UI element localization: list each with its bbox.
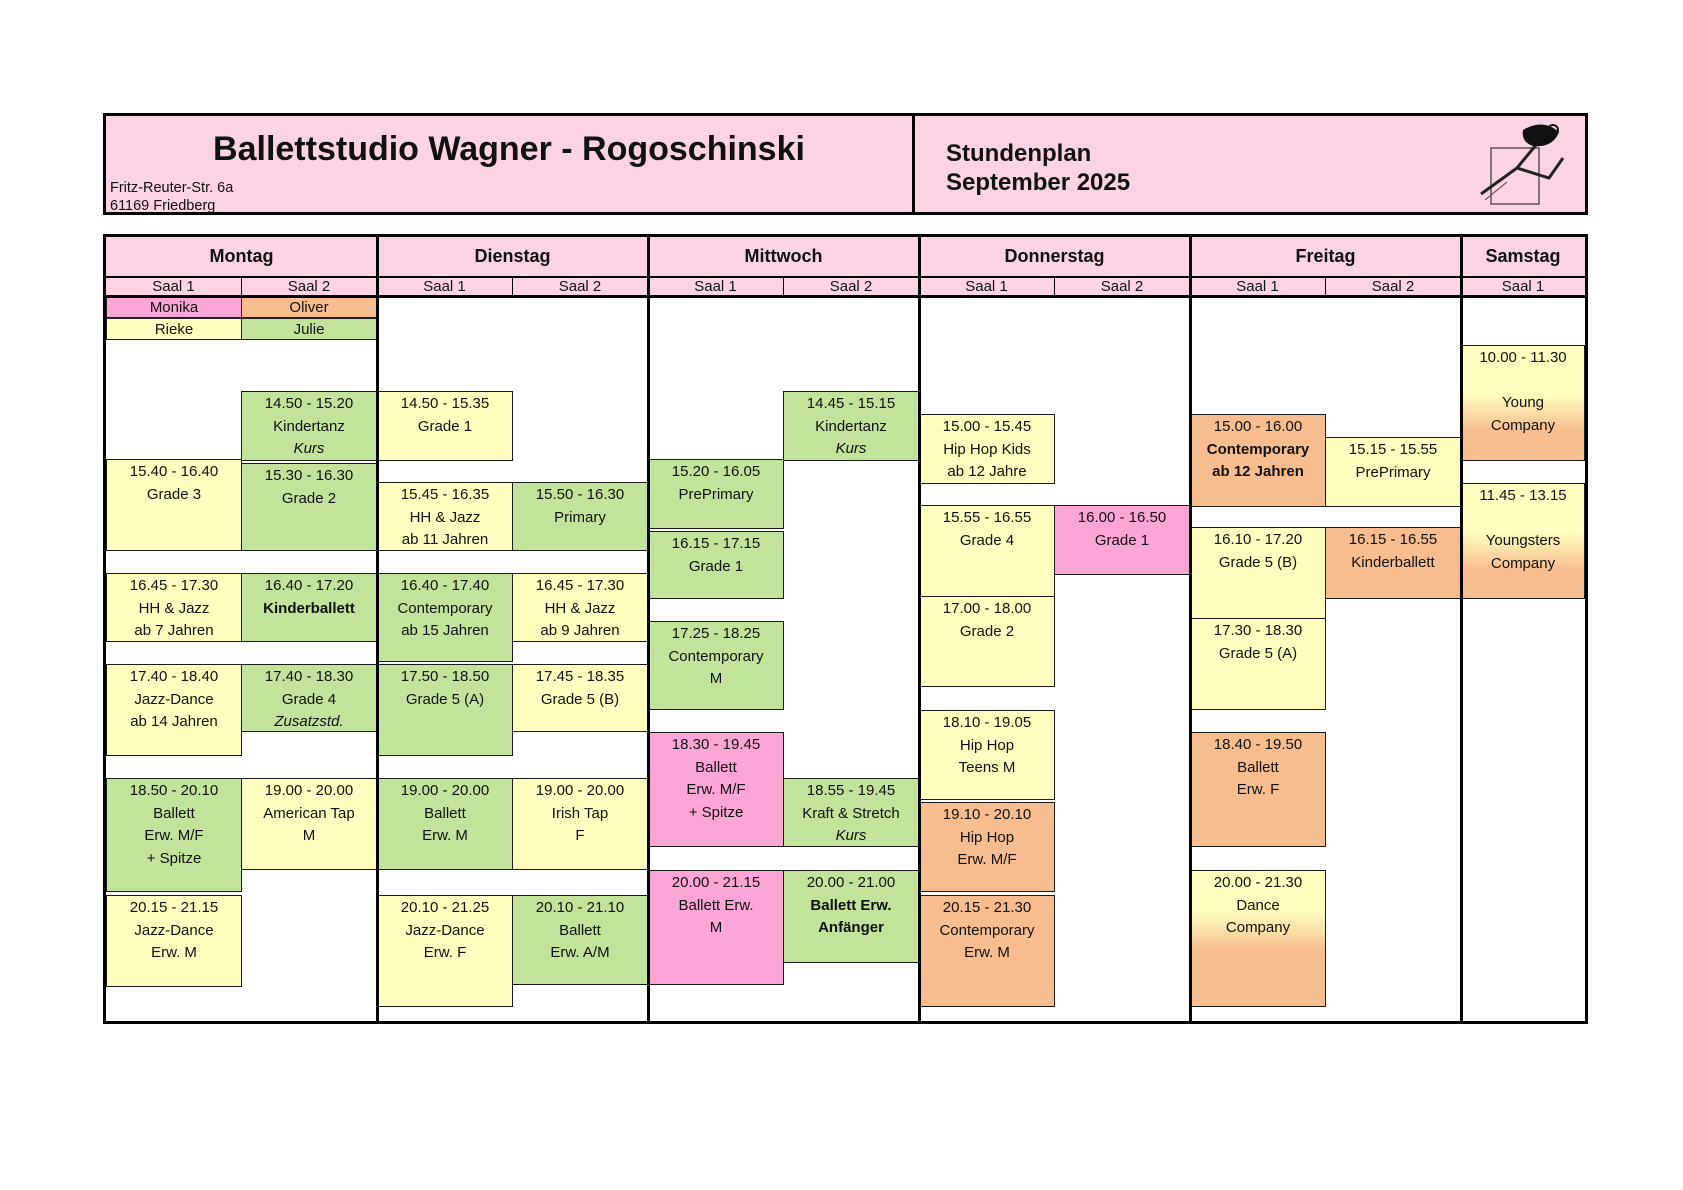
- room-header-fr-saal1: Saal 1: [1236, 277, 1279, 295]
- grid-line: [647, 237, 650, 1021]
- header-divider: [912, 116, 915, 212]
- day-header-samstag: Samstag: [1461, 237, 1585, 276]
- day-header-montag: Montag: [106, 237, 377, 276]
- room-header-fr-saal2: Saal 2: [1371, 277, 1415, 295]
- room-header-mi-saal1: Saal 1: [694, 277, 737, 295]
- room-header-di-saal2: Saal 2: [558, 277, 602, 295]
- room-header-mo-saal1: Saal 1: [152, 277, 195, 295]
- address-city: 61169 Friedberg: [110, 198, 216, 214]
- room-header-di-saal1: Saal 1: [423, 277, 466, 295]
- grid-line: [1325, 276, 1326, 296]
- address-street: Fritz-Reuter-Str. 6a: [110, 180, 234, 196]
- room-header-mo-saal2: Saal 2: [287, 277, 331, 295]
- legend-monika: Monika: [106, 296, 242, 318]
- room-header-do-saal2: Saal 2: [1100, 277, 1144, 295]
- dancer-logo-icon: [1480, 124, 1565, 205]
- room-header-sa-saal1: Saal 1: [1501, 277, 1545, 295]
- grid-line: [1054, 276, 1055, 296]
- grid-line: [1460, 237, 1463, 1021]
- room-header-mi-saal2: Saal 2: [829, 277, 873, 295]
- timetable: Montag Dienstag Mittwoch Donnerstag Frei…: [103, 234, 1588, 1024]
- grid-line: [106, 295, 1585, 298]
- legend-julie: Julie: [241, 318, 377, 340]
- legend-oliver: Oliver: [241, 296, 377, 318]
- room-header-row: [106, 276, 1585, 296]
- studio-title: Ballettstudio Wagner - Rogoschinski: [213, 130, 805, 168]
- day-header-freitag: Freitag: [1190, 237, 1461, 276]
- day-header-mittwoch: Mittwoch: [648, 237, 919, 276]
- grid-line: [512, 276, 513, 296]
- grid-line: [241, 276, 242, 296]
- grid-line: [376, 237, 379, 1021]
- grid-line: [783, 276, 784, 296]
- grid-line: [1189, 237, 1192, 1021]
- room-header-do-saal1: Saal 1: [965, 277, 1008, 295]
- plan-label: Stundenplan: [946, 140, 1092, 167]
- day-header-dienstag: Dienstag: [377, 237, 648, 276]
- plan-month: September 2025: [946, 169, 1131, 196]
- grid-line: [918, 237, 921, 1021]
- grid-line: [106, 276, 1585, 278]
- schedule-header: Ballettstudio Wagner - Rogoschinski Frit…: [103, 113, 1588, 215]
- legend-rieke: Rieke: [106, 318, 242, 340]
- day-header-donnerstag: Donnerstag: [919, 237, 1190, 276]
